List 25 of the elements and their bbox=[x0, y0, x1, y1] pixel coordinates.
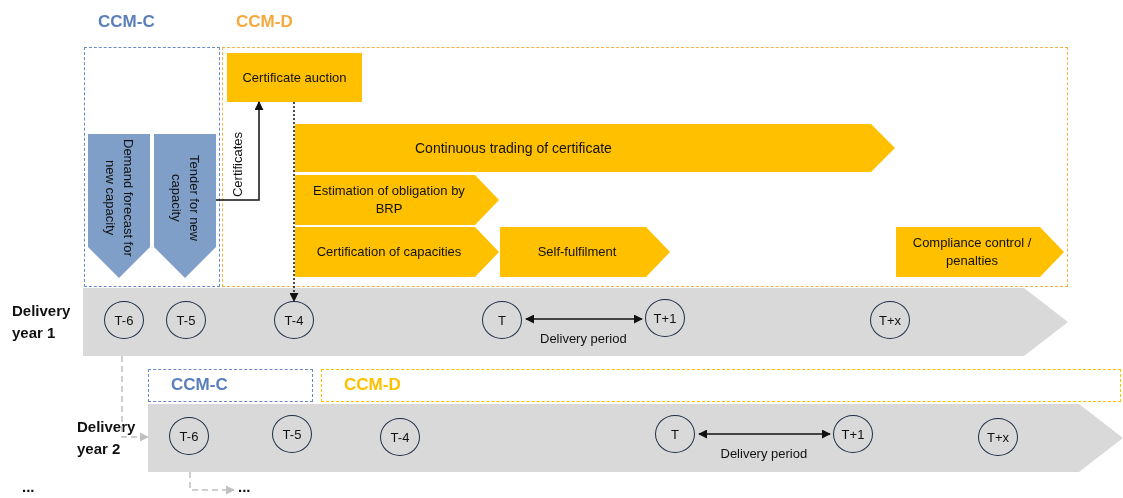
dashed-frame: CCM-C bbox=[148, 369, 313, 402]
ellipsis-text: ... bbox=[22, 482, 35, 492]
arrow bbox=[698, 429, 831, 439]
chevron-step: Compliance control / penalties bbox=[896, 227, 1064, 277]
group-title: CCM-D bbox=[236, 12, 293, 32]
chevron-step: Self-fulfilment bbox=[500, 227, 670, 277]
chevron-step: Demand forecast for new capacity bbox=[88, 134, 150, 278]
chevron-step: Estimation of obligation by BRP bbox=[295, 175, 499, 225]
chevron-step: Continuous trading of certificate bbox=[295, 124, 895, 172]
edge-label: Delivery period bbox=[718, 446, 810, 461]
chevron-step: Certification of capacities bbox=[295, 227, 499, 277]
arrow bbox=[289, 101, 299, 302]
arrow bbox=[215, 101, 264, 201]
dashed-frame: CCM-D bbox=[321, 369, 1121, 402]
process-box: Certificate auction bbox=[227, 53, 362, 102]
arrow bbox=[525, 314, 643, 324]
row-label: Delivery year 1 bbox=[12, 301, 72, 343]
chevron-step: Tender for new capacity bbox=[154, 134, 216, 278]
edge-label: Delivery period bbox=[538, 331, 629, 346]
edge-label: Certificates bbox=[229, 132, 245, 198]
group-title: CCM-C bbox=[98, 12, 155, 32]
arrow bbox=[189, 471, 235, 495]
ellipsis-text: ... bbox=[238, 482, 260, 498]
arrow bbox=[121, 355, 149, 442]
row-label: Delivery year 2 bbox=[77, 417, 137, 459]
